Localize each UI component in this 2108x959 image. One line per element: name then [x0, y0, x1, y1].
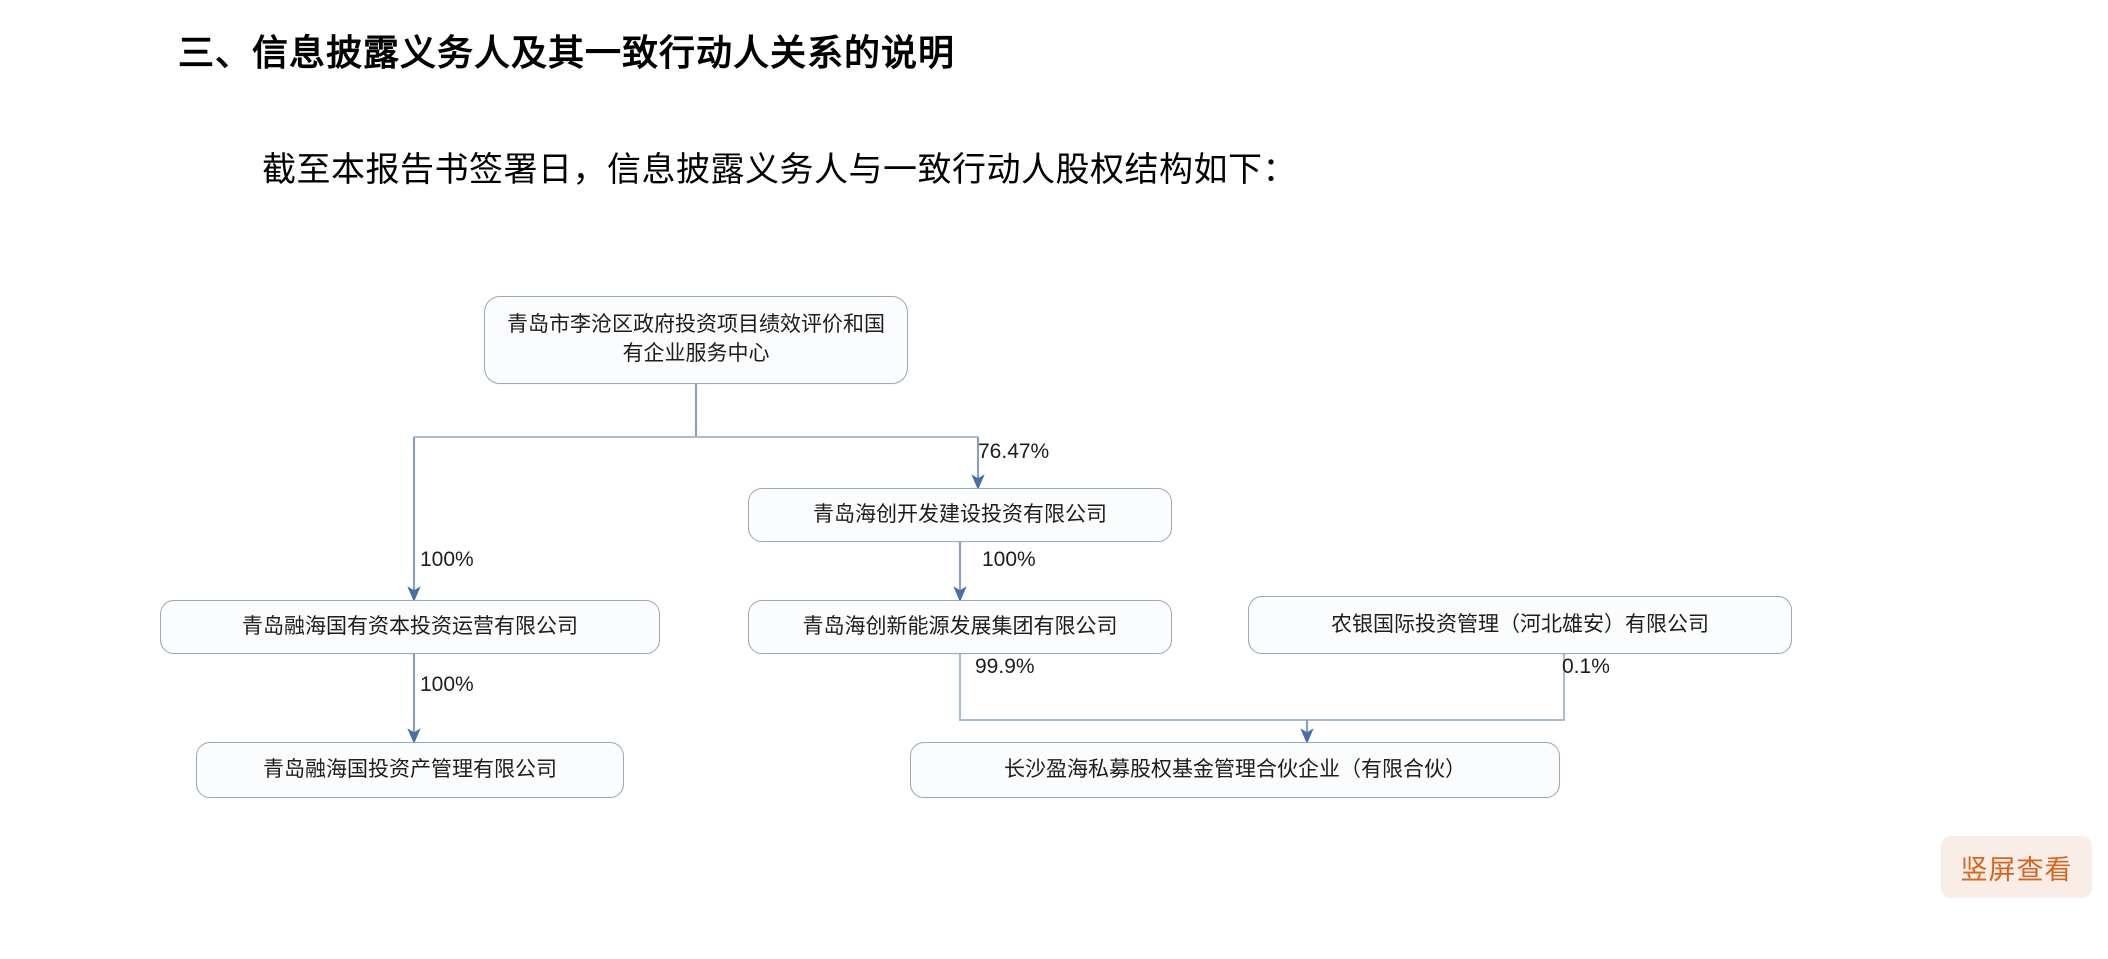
edge-label-root-to-ronghai: 100%	[420, 548, 474, 571]
node-abci-investment-management[interactable]: 农银国际投资管理（河北雄安）有限公司	[1248, 596, 1792, 654]
edge-label-haichuang-to-new-energy: 100%	[982, 548, 1036, 571]
node-qingdao-ronghai-state-capital[interactable]: 青岛融海国有资本投资运营有限公司	[160, 600, 660, 654]
section-paragraph: 截至本报告书签署日，信息披露义务人与一致行动人股权结构如下：	[262, 152, 1297, 189]
node-qingdao-licang-service-center[interactable]: 青岛市李沧区政府投资项目绩效评价和国有企业服务中心	[484, 296, 908, 384]
edge-label-ronghai-to-guotou: 100%	[420, 673, 474, 696]
node-qingdao-ronghai-guotou-asset[interactable]: 青岛融海国投资产管理有限公司	[196, 742, 624, 798]
edge-label-new-energy-to-changsha: 99.9%	[975, 655, 1035, 678]
edge-label-root-to-haichuang: 76.47%	[978, 440, 1050, 463]
portrait-view-button[interactable]: 竖屏查看	[1941, 836, 2092, 898]
section-heading: 三、信息披露义务人及其一致行动人关系的说明	[178, 32, 956, 73]
node-changsha-yinghai-fund[interactable]: 长沙盈海私募股权基金管理合伙企业（有限合伙）	[910, 742, 1560, 798]
edge-label-abci-to-changsha: 0.1%	[1562, 655, 1610, 678]
node-qingdao-haichuang-development[interactable]: 青岛海创开发建设投资有限公司	[748, 488, 1172, 542]
node-qingdao-haichuang-new-energy[interactable]: 青岛海创新能源发展集团有限公司	[748, 600, 1172, 654]
